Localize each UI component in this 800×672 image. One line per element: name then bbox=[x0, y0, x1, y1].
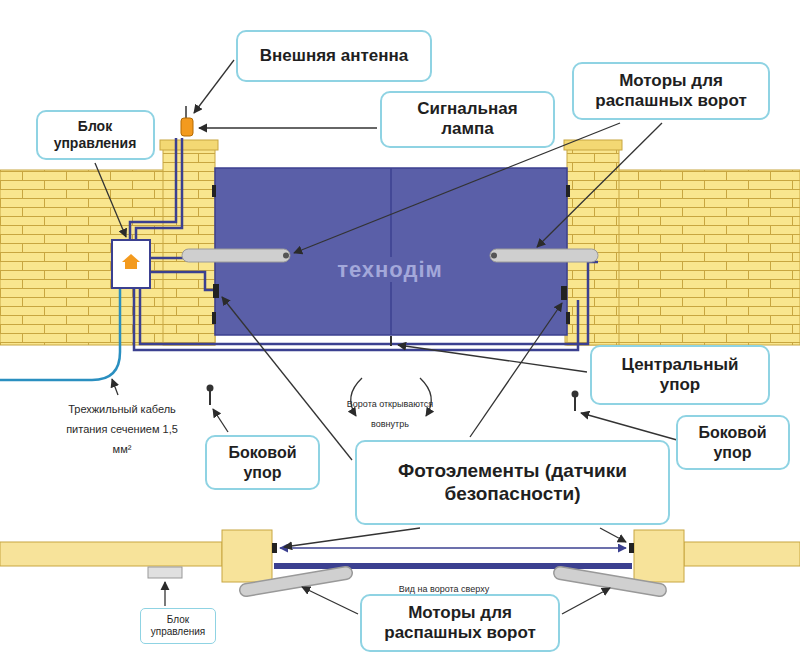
leader-line bbox=[600, 528, 626, 542]
power-cable bbox=[0, 288, 120, 380]
callout-text: Внешняя антенна bbox=[260, 46, 409, 66]
gate-hinge bbox=[212, 312, 216, 324]
wiring bbox=[150, 272, 213, 290]
callout-box: Центральный упор bbox=[590, 345, 770, 405]
callout-text: Моторы для распашных ворот bbox=[375, 603, 545, 644]
control-box bbox=[112, 240, 150, 288]
signal-lamp bbox=[181, 106, 193, 136]
brick-pillar bbox=[163, 148, 215, 345]
top-view-control-box bbox=[148, 567, 182, 578]
callout-text: Фотоэлементы (датчики безопасности) bbox=[368, 460, 658, 506]
top-view-photocell bbox=[272, 543, 634, 553]
cable-note-box: Трехжильный кабель питания сечением 1,5 … bbox=[62, 398, 182, 458]
top-view-control-box bbox=[148, 567, 182, 578]
gate-hinge bbox=[212, 185, 216, 197]
top-view-motor bbox=[560, 573, 660, 590]
callout-text: Боковой упор bbox=[218, 443, 308, 481]
cable-note: Трехжильный кабель питания сечением 1,5 … bbox=[66, 403, 178, 455]
top-view-motor bbox=[246, 573, 346, 590]
top-view-fence bbox=[0, 542, 222, 566]
top-view-motor bbox=[560, 573, 660, 590]
callout-text: Сигнальная лампа bbox=[403, 99, 533, 140]
direction-note: Ворота открываются вовнутрь bbox=[347, 399, 433, 429]
top-view-photocell bbox=[272, 543, 277, 553]
gate-stop bbox=[390, 336, 392, 346]
callout-box: Сигнальная лампа bbox=[380, 91, 555, 148]
leader-line bbox=[470, 303, 562, 437]
signal-lamp bbox=[181, 118, 193, 136]
gate-motor bbox=[283, 253, 289, 259]
gate-stop bbox=[208, 386, 213, 391]
callout-box: Боковой упор bbox=[205, 435, 320, 490]
opening-arrow bbox=[351, 378, 432, 416]
callout-box: Моторы для распашных ворот bbox=[572, 62, 770, 120]
photocell bbox=[561, 286, 567, 300]
leader-line bbox=[581, 413, 677, 440]
brick-pillar bbox=[567, 148, 619, 345]
callout-text: Центральный упор bbox=[615, 355, 745, 396]
top-view-gate bbox=[274, 563, 632, 569]
leader-line bbox=[95, 163, 126, 237]
view-note-box: Вид на ворота сверху bbox=[376, 577, 512, 597]
view-note: Вид на ворота сверху bbox=[399, 584, 489, 594]
watermark-box: технодім bbox=[300, 256, 480, 284]
top-view-fence bbox=[684, 542, 800, 566]
gate-hinge bbox=[566, 312, 570, 324]
photocell-beam bbox=[280, 547, 626, 549]
leader-line bbox=[398, 345, 587, 372]
leader-line bbox=[302, 587, 358, 614]
leader-line bbox=[164, 582, 165, 606]
control-box bbox=[112, 240, 150, 288]
callout-box: Моторы для распашных ворот bbox=[360, 594, 560, 652]
photocell bbox=[213, 284, 567, 300]
opening-arrow bbox=[351, 378, 362, 416]
signal-lamp bbox=[185, 106, 187, 118]
leader-line bbox=[95, 60, 677, 614]
gate-motor bbox=[182, 249, 290, 262]
wiring bbox=[130, 138, 598, 350]
top-view-fence bbox=[222, 530, 272, 582]
leader-line bbox=[284, 528, 420, 547]
top-view-fence bbox=[634, 530, 684, 582]
top-view-gate bbox=[274, 563, 632, 569]
watermark: технодім bbox=[332, 257, 448, 282]
callout-box: Блок управления bbox=[36, 110, 155, 160]
gate-motor bbox=[491, 253, 497, 259]
photocell bbox=[213, 284, 219, 298]
brick-pillar bbox=[160, 140, 218, 150]
leader-line bbox=[537, 123, 662, 247]
callout-text: Блок управления bbox=[147, 614, 209, 638]
brick-pillar bbox=[160, 140, 622, 345]
wiring bbox=[150, 257, 186, 260]
top-view-motor bbox=[246, 573, 346, 590]
control-box bbox=[122, 254, 140, 262]
leader-line bbox=[213, 409, 228, 432]
callout-box: Внешняя антенна bbox=[236, 30, 432, 82]
leader-line bbox=[112, 379, 118, 395]
callout-text: Блок управления bbox=[48, 118, 143, 152]
callout-box: Боковой упор bbox=[676, 415, 790, 470]
gate-stop bbox=[573, 392, 578, 397]
control-box bbox=[125, 262, 137, 269]
top-view-photocell bbox=[629, 543, 634, 553]
gate-hinge bbox=[566, 185, 570, 197]
callout-box: Блок управления bbox=[140, 608, 216, 644]
power-cable bbox=[0, 288, 120, 380]
gate-motor bbox=[490, 249, 598, 262]
gate-leaves bbox=[390, 168, 392, 335]
photocell-beam bbox=[280, 548, 626, 549]
leader-line bbox=[199, 127, 377, 128]
wiring bbox=[134, 288, 578, 350]
callout-box: Фотоэлементы (датчики безопасности) bbox=[355, 440, 670, 525]
direction-note-box: Ворота открываются вовнутрь bbox=[346, 392, 434, 432]
leader-line bbox=[194, 60, 234, 113]
callout-text: Моторы для распашных ворот bbox=[586, 71, 756, 112]
callout-text: Боковой упор bbox=[688, 423, 778, 461]
top-view-fence bbox=[0, 530, 800, 582]
leader-line bbox=[562, 588, 610, 614]
opening-arrow bbox=[420, 378, 431, 416]
